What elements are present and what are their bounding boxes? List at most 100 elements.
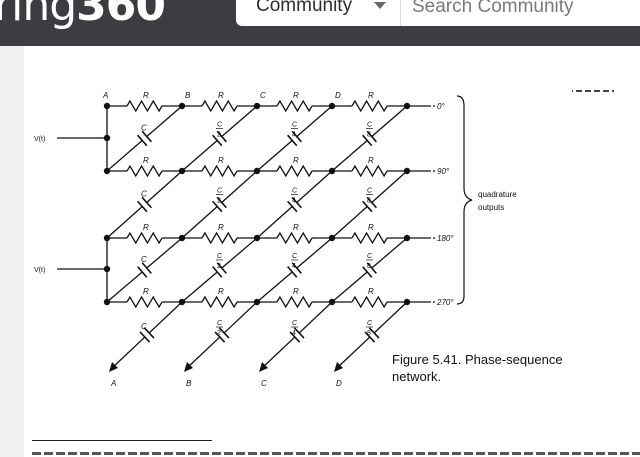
capacitor-label: 8	[367, 263, 371, 270]
capacitor-plate	[291, 196, 302, 209]
bracket-label: outputs	[478, 203, 504, 212]
wire	[261, 336, 296, 369]
bottom-label: D	[336, 379, 342, 388]
resistor	[276, 231, 313, 245]
capacitor-label: C	[367, 320, 373, 327]
resistor-label: R	[293, 223, 299, 232]
wire	[256, 206, 293, 239]
resistor-label: R	[218, 91, 224, 100]
wire	[146, 105, 183, 138]
capacitor-label: 4	[292, 198, 296, 205]
wire	[371, 105, 408, 138]
resistor-label: R	[368, 91, 374, 100]
output-phase-label: 180°	[437, 234, 454, 243]
output-phase-label: 90°	[437, 167, 450, 176]
node-dot	[103, 102, 111, 110]
resistor-label: R	[218, 223, 224, 232]
wire	[336, 336, 371, 369]
capacitor-label: C	[292, 253, 298, 260]
resistor-label: R	[218, 287, 224, 296]
capacitor-plate	[287, 134, 298, 147]
capacitor-plate	[212, 266, 223, 278]
capacitor-label: C	[217, 253, 223, 260]
resistor	[126, 295, 163, 309]
output-phase-label: 270°	[436, 298, 454, 307]
wire	[373, 301, 408, 334]
capacitor-label: 4	[292, 330, 296, 337]
capacitor-plate	[366, 262, 377, 274]
site-header: ring360 Community	[0, 0, 640, 46]
capacitor-label: 4	[292, 132, 296, 139]
capacitor-plate	[366, 196, 377, 209]
node-label: D	[335, 91, 341, 100]
input-label-top: V(t)	[34, 136, 45, 143]
resistor-label: R	[218, 156, 224, 165]
resistor-label: R	[143, 91, 149, 100]
capacitor-plate	[143, 327, 155, 339]
search-input[interactable]	[412, 0, 640, 18]
wire	[331, 271, 368, 303]
node-label: B	[185, 91, 191, 100]
capacitor-plate	[216, 130, 227, 143]
site-logo[interactable]: ring360	[0, 0, 166, 31]
wire	[256, 139, 293, 172]
resistor-label: R	[368, 156, 374, 165]
capacitor-label: 8	[367, 198, 371, 205]
wire	[111, 336, 146, 369]
capacitor-plate	[368, 327, 380, 339]
wire	[181, 271, 218, 303]
resistor	[201, 231, 238, 245]
capacitor-label: 2	[217, 330, 221, 337]
arrow-head	[184, 362, 193, 372]
capacitor-plate	[287, 266, 298, 278]
resistor	[126, 99, 163, 113]
left-gutter	[0, 46, 24, 457]
capacitor-label: 4	[292, 263, 296, 270]
divider	[32, 440, 212, 441]
capacitor-label: C	[292, 122, 298, 129]
wire	[146, 237, 183, 269]
wire	[186, 336, 221, 369]
wire	[106, 206, 143, 239]
input-label-bottom: V(t)	[34, 267, 45, 274]
capacitor-label: C	[217, 188, 223, 195]
resistor	[201, 295, 238, 309]
node-label: C	[260, 91, 266, 100]
capacitor-plate	[366, 130, 377, 143]
capacitor-plate	[141, 130, 152, 143]
wire	[296, 105, 333, 138]
capacitor-label: 8	[367, 330, 371, 337]
resistor	[276, 295, 313, 309]
search-bar: Community	[236, 0, 640, 26]
capacitor-label: C	[141, 255, 147, 264]
capacitor-label: C	[217, 320, 223, 327]
capacitor-label: C	[217, 122, 223, 129]
capacitor-plate	[212, 134, 223, 147]
resistor-label: R	[293, 156, 299, 165]
capacitor-plate	[291, 130, 302, 143]
bottom-label: A	[110, 379, 116, 388]
wire	[221, 105, 258, 138]
capacitor-label: C	[141, 322, 147, 331]
wire	[256, 271, 293, 303]
resistor-label: R	[368, 223, 374, 232]
community-select[interactable]: Community	[236, 0, 401, 26]
capacitor-label: 2	[217, 132, 221, 139]
arrow-head	[334, 362, 343, 372]
capacitor-plate	[137, 266, 148, 278]
wire	[146, 170, 183, 203]
wire	[371, 170, 408, 203]
resistor	[126, 164, 163, 178]
capacitor-plate	[216, 196, 227, 209]
wire	[221, 170, 258, 203]
capacitor-plate	[137, 200, 148, 213]
resistor-label: R	[293, 91, 299, 100]
resistor	[351, 164, 388, 178]
wire	[331, 206, 368, 239]
wire	[148, 301, 183, 334]
quadrature-bracket	[456, 95, 473, 305]
wire	[298, 301, 333, 334]
resistor-label: R	[368, 287, 374, 296]
capacitor-label: 2	[217, 198, 221, 205]
node-label: A	[102, 91, 108, 100]
